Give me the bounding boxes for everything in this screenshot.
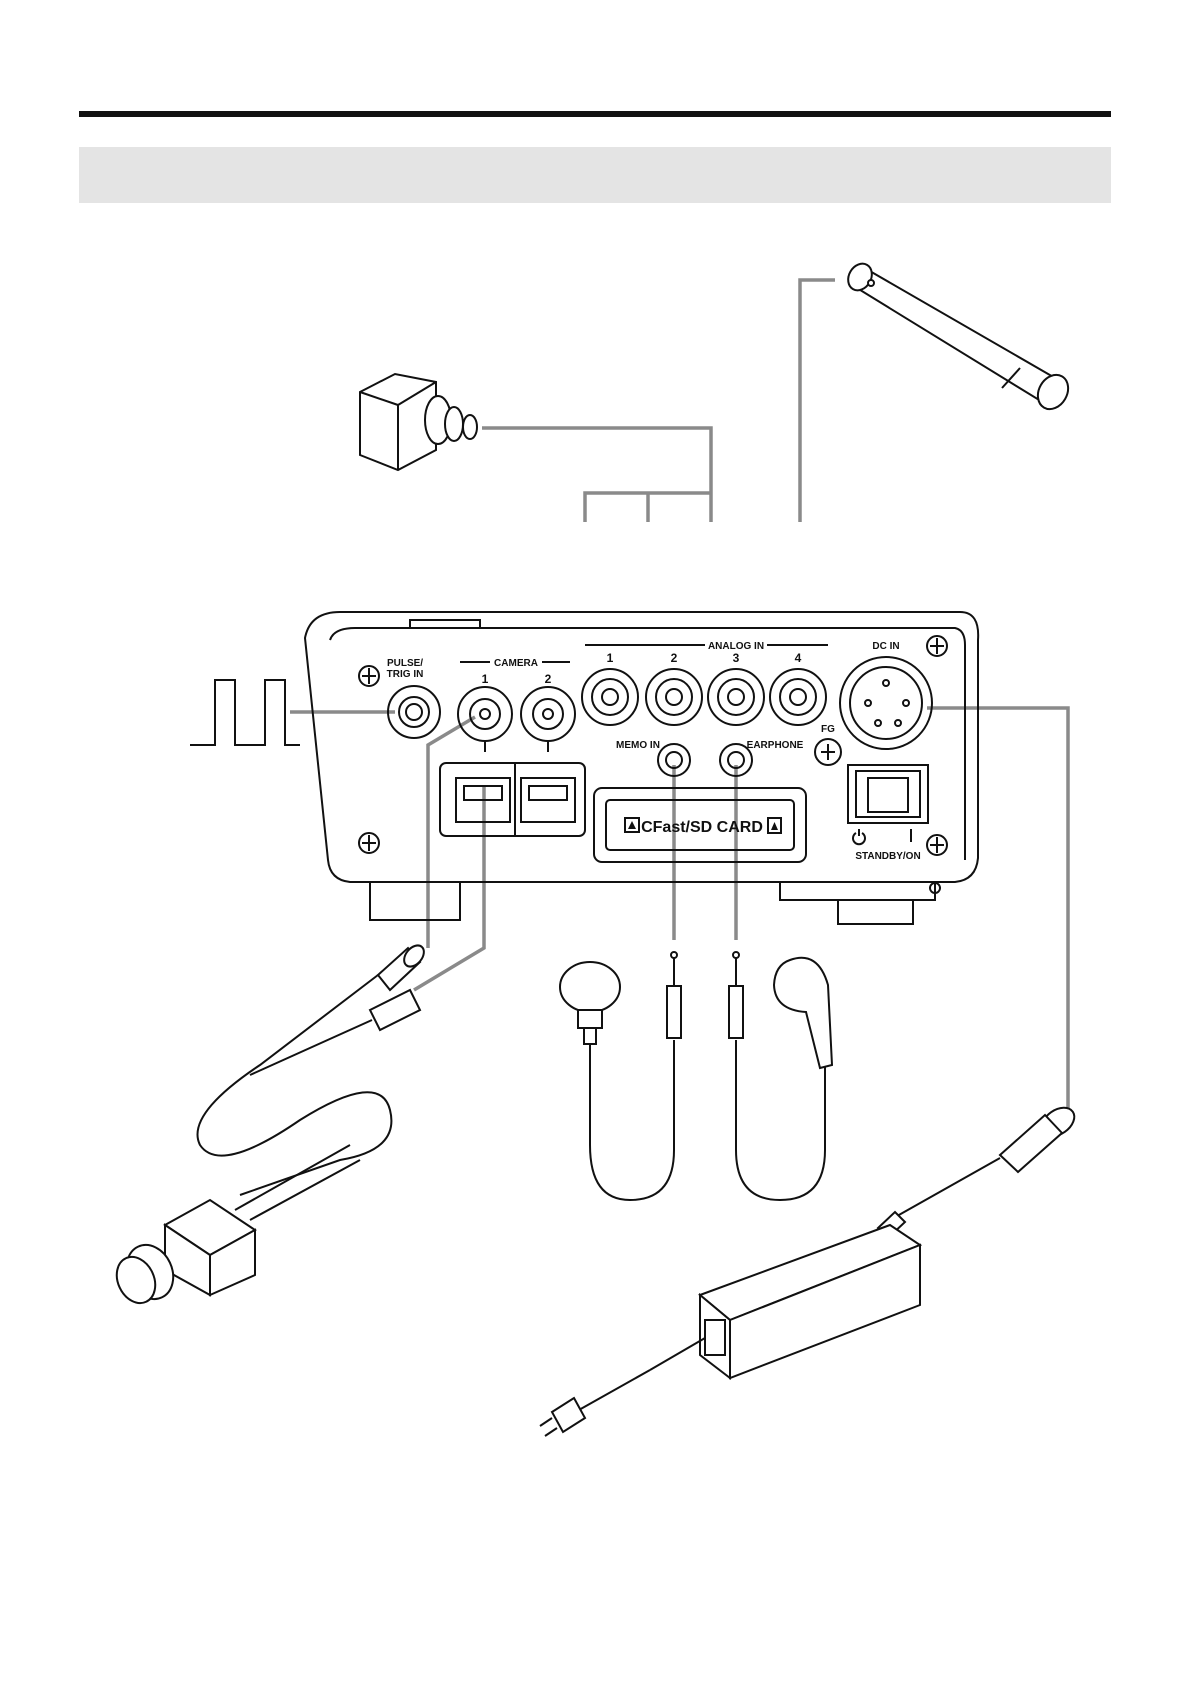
sensor-icon: [360, 374, 477, 470]
analog-2-label: 2: [671, 651, 678, 665]
camera-1-connector[interactable]: [458, 687, 512, 741]
pulse-trig-in-label: TRIG IN: [387, 669, 424, 680]
memo-in-label: MEMO IN: [616, 740, 660, 751]
pulse-waveform-icon: [190, 680, 300, 745]
camera-1-label: 1: [482, 672, 489, 686]
camera-2-label: 2: [545, 672, 552, 686]
analog-4-label: 4: [795, 651, 802, 665]
ground-icon: [927, 636, 947, 656]
standby-on-label: STANDBY/ON: [855, 851, 920, 862]
ground-icon: [359, 833, 379, 853]
earphone-icon: [729, 952, 832, 1200]
ground-icon: [359, 666, 379, 686]
card-eject-icon: [625, 818, 639, 832]
camera-2-connector[interactable]: [521, 687, 575, 741]
camera-cable-icon: [110, 942, 428, 1310]
microphone-probe-icon: [843, 259, 1074, 414]
analog-in-1-connector[interactable]: [582, 669, 638, 725]
power-standby-icon: [853, 829, 865, 844]
ground-icon: [927, 835, 947, 855]
analog-in-3-connector[interactable]: [708, 669, 764, 725]
analog-in-4-connector[interactable]: [770, 669, 826, 725]
camera-label: CAMERA: [494, 658, 538, 669]
analog-in-2-connector[interactable]: [646, 669, 702, 725]
analog-3-label: 3: [733, 651, 740, 665]
pulse-trig-in-connector[interactable]: [388, 686, 440, 738]
ground-icon: [815, 739, 841, 765]
pulse-trig-in-label: PULSE/: [387, 658, 423, 669]
memo-microphone-icon: [560, 952, 681, 1200]
instrument-body: PULSE/ TRIG IN CAMERA 1 2 ANALOG IN 1 2 …: [305, 612, 978, 924]
standby-on-switch[interactable]: [848, 765, 928, 823]
analog-1-label: 1: [607, 651, 614, 665]
dc-in-connector[interactable]: [840, 657, 932, 749]
fg-label: FG: [821, 724, 835, 735]
lan-port-2[interactable]: [521, 778, 575, 822]
card-slot-label: CFast/SD CARD: [641, 819, 763, 836]
card-slot[interactable]: CFast/SD CARD: [594, 788, 806, 862]
card-eject-icon: [768, 818, 781, 833]
earphone-label: EARPHONE: [747, 740, 804, 751]
ac-adapter-icon: [540, 1102, 1080, 1436]
dc-in-label: DC IN: [872, 641, 899, 652]
